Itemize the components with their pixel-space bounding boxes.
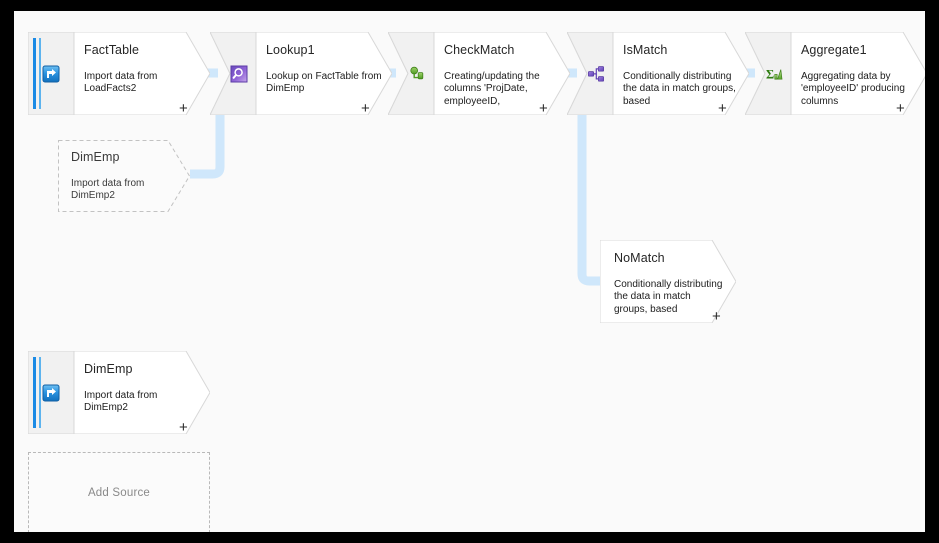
node-ismatch-add-button[interactable]: + bbox=[718, 100, 727, 117]
derived-column-icon bbox=[410, 66, 424, 79]
node-checkmatch-title: CheckMatch bbox=[444, 43, 515, 57]
node-lookup1-add-button[interactable]: + bbox=[361, 100, 370, 117]
node-facttable-icon-rail bbox=[28, 32, 74, 115]
node-ismatch-text: IsMatch Conditionally distributing the d… bbox=[623, 43, 739, 108]
source-import-icon bbox=[42, 384, 60, 401]
node-lookup1-desc: Lookup on FactTable from DimEmp bbox=[266, 71, 382, 95]
source-stripe-inner bbox=[39, 357, 41, 428]
aggregate-sigma-icon: Σ bbox=[766, 67, 783, 81]
connector-ismatch-nomatch bbox=[577, 111, 602, 286]
node-nomatch[interactable]: NoMatch Conditionally distributing the d… bbox=[600, 240, 736, 325]
svg-text:Σ: Σ bbox=[766, 67, 774, 81]
node-checkmatch-icon-rail bbox=[396, 32, 438, 115]
node-dimemp-source[interactable]: DimEmp Import data from DimEmp2 + bbox=[28, 351, 210, 436]
lookup-magnifier-icon bbox=[230, 65, 248, 82]
node-nomatch-add-button[interactable]: + bbox=[712, 308, 721, 325]
node-aggregate1-desc: Aggregating data by 'employeeID' produci… bbox=[801, 71, 905, 107]
node-lookup1-title: Lookup1 bbox=[266, 43, 315, 57]
source-stripe-outer bbox=[33, 38, 36, 109]
node-dimemp-ghost-title: DimEmp bbox=[71, 150, 120, 164]
node-facttable-text: FactTable Import data from LoadFacts2 bbox=[84, 43, 200, 96]
node-ismatch-icon-rail bbox=[575, 32, 617, 115]
node-checkmatch-text: CheckMatch Creating/updating the columns… bbox=[444, 43, 560, 108]
node-dimemp-ghost-desc: Import data from DimEmp2 bbox=[71, 178, 145, 202]
source-import-icon bbox=[42, 65, 60, 82]
node-ismatch-desc: Conditionally distributing the data in m… bbox=[623, 71, 736, 107]
source-stripe-outer bbox=[33, 357, 36, 428]
node-aggregate1[interactable]: Σ Aggregate1 Aggregating data by 'employ… bbox=[745, 32, 925, 117]
node-checkmatch[interactable]: CheckMatch Creating/updating the columns… bbox=[388, 32, 570, 117]
node-facttable-title: FactTable bbox=[84, 43, 140, 57]
node-dimemp-source-title: DimEmp bbox=[84, 362, 133, 376]
node-facttable[interactable]: FactTable Import data from LoadFacts2 + bbox=[28, 32, 210, 117]
node-dimemp-source-desc: Import data from DimEmp2 bbox=[84, 390, 158, 414]
connector-dimemp-lookup1 bbox=[190, 109, 225, 179]
node-checkmatch-desc: Creating/updating the columns 'ProjDate,… bbox=[444, 71, 540, 107]
node-nomatch-desc: Conditionally distributing the data in m… bbox=[614, 279, 723, 315]
node-lookup1-shape bbox=[210, 32, 392, 115]
node-aggregate1-add-button[interactable]: + bbox=[896, 100, 905, 117]
node-dimemp-source-add-button[interactable]: + bbox=[179, 419, 188, 436]
node-nomatch-shape bbox=[600, 240, 736, 323]
node-nomatch-text: NoMatch Conditionally distributing the d… bbox=[614, 251, 726, 316]
node-dimemp-ghost[interactable]: DimEmp Import data from DimEmp2 bbox=[58, 140, 190, 212]
node-lookup1-text: Lookup1 Lookup on FactTable from DimEmp bbox=[266, 43, 382, 96]
data-flow-canvas[interactable]: FactTable Import data from LoadFacts2 + bbox=[14, 11, 925, 532]
node-nomatch-title: NoMatch bbox=[614, 251, 665, 265]
node-dimemp-source-icon-rail bbox=[28, 351, 74, 434]
node-aggregate1-shape bbox=[745, 32, 925, 115]
node-lookup1[interactable]: Lookup1 Lookup on FactTable from DimEmp … bbox=[210, 32, 392, 117]
node-checkmatch-add-button[interactable]: + bbox=[539, 100, 548, 117]
node-facttable-desc: Import data from LoadFacts2 bbox=[84, 71, 158, 95]
node-aggregate1-text: Aggregate1 Aggregating data by 'employee… bbox=[801, 43, 917, 108]
source-stripe-inner bbox=[39, 38, 41, 109]
node-checkmatch-shape bbox=[388, 32, 570, 115]
node-ismatch[interactable]: IsMatch Conditionally distributing the d… bbox=[567, 32, 749, 117]
node-ismatch-title: IsMatch bbox=[623, 43, 668, 57]
node-facttable-add-button[interactable]: + bbox=[179, 100, 188, 117]
node-aggregate1-title: Aggregate1 bbox=[801, 43, 867, 57]
node-aggregate1-icon-rail: Σ bbox=[753, 32, 795, 115]
node-dimemp-ghost-text: DimEmp Import data from DimEmp2 bbox=[71, 150, 180, 203]
conditional-split-icon bbox=[588, 65, 604, 82]
node-dimemp-ghost-shape bbox=[58, 140, 190, 212]
add-source-label: Add Source bbox=[87, 486, 151, 499]
node-dimemp-source-text: DimEmp Import data from DimEmp2 bbox=[84, 362, 200, 415]
node-lookup1-icon-rail bbox=[218, 32, 260, 115]
add-source-button[interactable]: Add Source bbox=[28, 452, 210, 532]
